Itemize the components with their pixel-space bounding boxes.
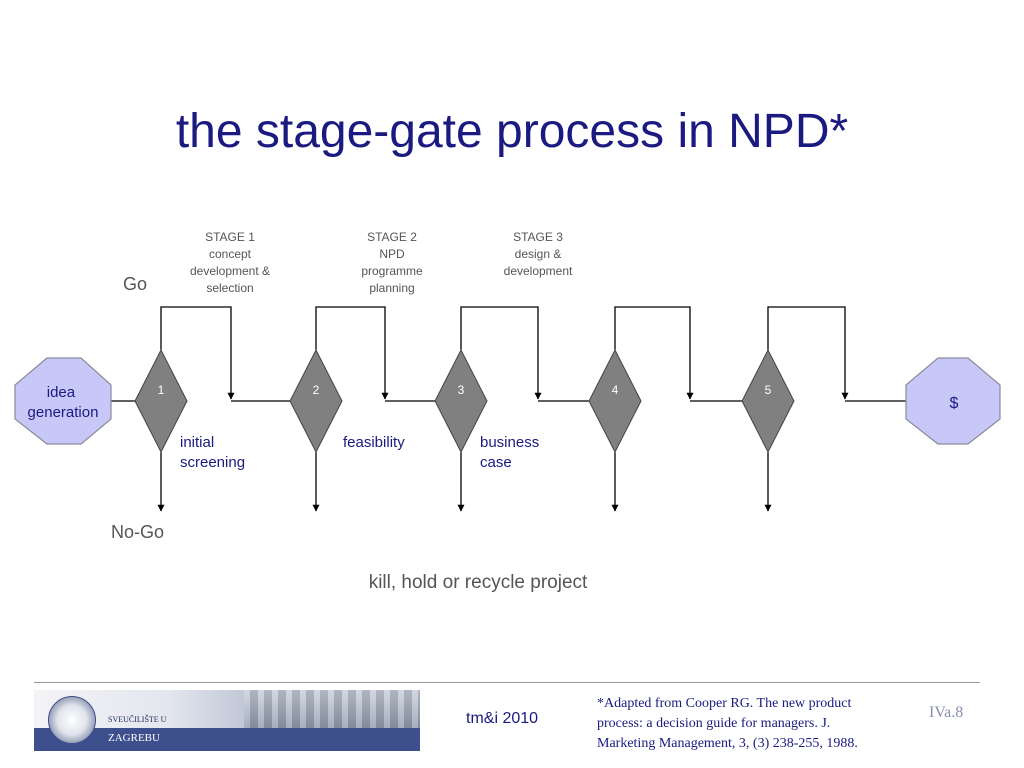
gate-1-number: 1 xyxy=(158,383,165,397)
course-label: tm&i 2010 xyxy=(466,710,539,727)
revenue-octagon xyxy=(905,357,1001,445)
page-title: the stage-gate process in NPD* xyxy=(175,105,849,158)
go-loop-5 xyxy=(767,306,849,400)
go-loop-4 xyxy=(614,306,694,400)
gate-5-number: 5 xyxy=(765,383,772,397)
go-loop-1 xyxy=(160,306,235,400)
idea-generation-label: idea generation xyxy=(28,384,99,421)
stage-3-label: STAGE 3 design & development xyxy=(503,230,573,278)
gate-3-number: 3 xyxy=(458,383,465,397)
gate-3-label: business case xyxy=(480,434,540,471)
gate-4-diamond xyxy=(588,348,642,454)
logo-line-2: ZAGREBU xyxy=(108,732,160,744)
go-loop-2 xyxy=(315,306,389,400)
stage-1-label: STAGE 1 concept development & selection xyxy=(189,230,271,295)
revenue-label: $ xyxy=(950,395,959,412)
gate-5-diamond xyxy=(741,348,795,454)
outcome-label: kill, hold or recycle project xyxy=(368,572,588,593)
gate-2-number: 2 xyxy=(313,383,320,397)
reference-citation: *Adapted from Cooper RG. The new product… xyxy=(597,696,858,751)
nogo-label: No-Go xyxy=(111,522,165,542)
gate-2-diamond xyxy=(289,348,343,454)
go-loop-3 xyxy=(460,306,542,400)
stage-2-label: STAGE 2 NPD programme planning xyxy=(361,230,423,295)
logo-line-1: SVEUČILIŠTE U xyxy=(108,715,167,724)
gate-2-label: feasibility xyxy=(343,434,405,451)
logo-band xyxy=(34,728,420,751)
gate-3-diamond xyxy=(434,348,488,454)
footer-divider xyxy=(34,682,980,683)
university-seal-icon xyxy=(48,696,96,744)
page-number: IVa.8 xyxy=(929,704,964,721)
gate-1-label: initial screening xyxy=(180,434,246,471)
university-logo: SVEUČILIŠTE U ZAGREBU xyxy=(34,690,420,751)
gate-4-number: 4 xyxy=(612,383,619,397)
idea-generation-octagon xyxy=(14,357,112,445)
gate-1-diamond xyxy=(134,348,188,454)
go-label: Go xyxy=(123,274,148,294)
